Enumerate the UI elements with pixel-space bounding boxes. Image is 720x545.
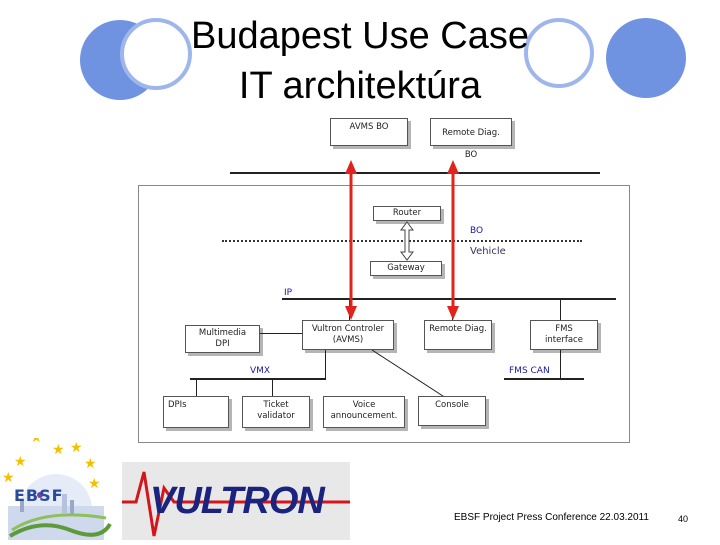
page-number: 40	[678, 514, 689, 524]
vehicle-frame	[138, 185, 630, 443]
router-label: Router	[392, 208, 422, 218]
ebsf-logo: ★ ★ ★ ★ ★ ★ ★ EBSF	[0, 430, 112, 545]
gateway-label: Gateway	[387, 263, 425, 273]
vultron-logo-text: VULTRON	[150, 480, 325, 522]
remote-diag-label: Remote Diag.	[429, 324, 487, 334]
svg-text:★: ★	[52, 442, 65, 458]
remote-diag-double-arrow	[447, 160, 459, 320]
vultron-to-vmx-line	[325, 350, 326, 378]
vultron-controller-label: Vultron Controler (AVMS)	[311, 324, 385, 345]
ticket-validator-box: Ticket validator	[242, 396, 310, 428]
ip-drop-fms	[560, 298, 561, 320]
voice-announcement-label: Voice announcement.	[330, 400, 398, 421]
ip-bus-line	[282, 298, 616, 300]
gateway-box: Gateway	[370, 261, 442, 276]
fms-interface-label: FMS interface	[545, 324, 583, 345]
vultron-logo: VULTRON	[122, 462, 350, 540]
slide-title-line2: IT architektúra	[238, 65, 482, 107]
svg-text:★: ★	[30, 438, 43, 446]
vmx-drop-dpis	[196, 378, 197, 396]
footer-conference-text: EBSF Project Press Conference 22.03.2011	[454, 512, 649, 523]
avms-bo-double-arrow	[345, 160, 357, 320]
router-box: Router	[373, 206, 441, 221]
console-box: Console	[418, 396, 486, 426]
ebsf-logo-graphic: ★ ★ ★ ★ ★ ★ ★	[2, 430, 112, 545]
ebsf-logo-text: EBSF	[14, 486, 64, 505]
vehicle-label: Vehicle	[470, 246, 506, 257]
decor-circle-right-ring	[524, 18, 594, 88]
svg-text:★: ★	[70, 440, 83, 456]
vmx-label: VMX	[250, 366, 271, 376]
vultron-pulse-graphic	[122, 471, 350, 537]
vmx-drop-ticket	[272, 378, 273, 396]
vmx-bus-line	[190, 378, 326, 380]
fms-to-can-line	[560, 350, 561, 378]
svg-text:★: ★	[14, 454, 27, 470]
multimedia-dpi-box: Multimedia DPI	[185, 325, 260, 353]
bo-vehicle-separator	[222, 240, 582, 242]
bo-network-line	[230, 172, 600, 174]
fms-interface-box: FMS interface	[530, 320, 598, 350]
svg-text:★: ★	[2, 470, 15, 486]
slide-title-line1: Budapest Use Case	[191, 15, 529, 57]
fms-can-label: FMS CAN	[509, 366, 550, 376]
remote-diag-bo-label: Remote Diag. BO	[442, 128, 500, 160]
ip-label: IP	[284, 288, 293, 298]
decor-circle-left-ring	[120, 18, 192, 90]
bo-label: BO	[470, 226, 484, 236]
multimedia-to-vultron-line	[260, 333, 302, 334]
avms-bo-box: AVMS BO	[330, 118, 408, 146]
multimedia-dpi-label: Multimedia DPI	[198, 328, 247, 349]
ticket-validator-label: Ticket validator	[257, 400, 295, 421]
remote-diag-box: Remote Diag.	[424, 320, 492, 350]
dpis-label: DPIs	[168, 400, 187, 410]
svg-text:★: ★	[88, 476, 101, 492]
voice-announcement-box: Voice announcement.	[323, 396, 405, 428]
vultron-console-link	[371, 350, 447, 399]
dpis-box: DPIs	[163, 396, 229, 428]
fms-can-bus-line	[504, 378, 584, 380]
svg-text:★: ★	[84, 456, 97, 472]
console-label: Console	[435, 400, 469, 410]
remote-diag-bo-box: Remote Diag. BO	[430, 118, 512, 160]
vultron-controller-box: Vultron Controler (AVMS)	[302, 320, 394, 350]
avms-bo-label: AVMS BO	[349, 122, 389, 132]
router-gateway-link	[400, 221, 414, 261]
decor-circle-right-filled	[606, 18, 686, 98]
